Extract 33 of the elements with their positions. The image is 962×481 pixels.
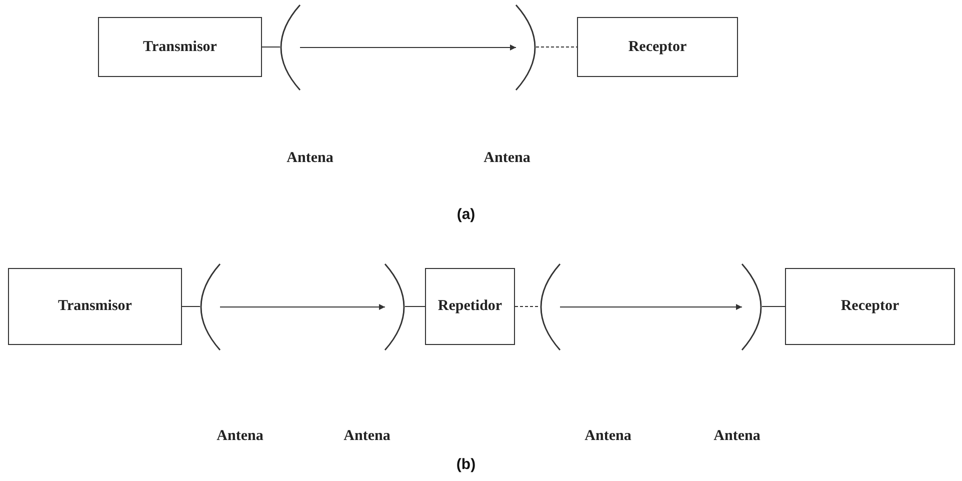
block-box (785, 268, 955, 345)
block-label: Transmisor (143, 38, 217, 56)
signal-arrow (300, 44, 516, 50)
antenna-label: Antena (216, 428, 264, 445)
block-label: Repetidor (438, 298, 502, 315)
antenna-dish (742, 264, 762, 350)
connector-line (182, 306, 200, 308)
antenna-label: Antena (584, 428, 632, 445)
block-label: Receptor (840, 298, 900, 315)
antenna-dish (516, 5, 536, 90)
block-box (98, 17, 262, 77)
antenna-label: Antena (286, 150, 334, 167)
antenna-label: Antena (714, 428, 760, 445)
connector-line (515, 306, 540, 308)
panel-caption: (b) (456, 456, 476, 473)
antenna-dish (540, 264, 560, 350)
connector-line (762, 306, 785, 308)
panel-caption: (a) (456, 206, 476, 223)
signal-arrow (220, 304, 385, 310)
connector-line (536, 46, 577, 48)
antenna-label: Antena (484, 150, 530, 167)
connector-line (262, 46, 280, 48)
block-box (8, 268, 182, 345)
block-box (425, 268, 515, 345)
connector-line (405, 306, 425, 308)
antenna-label: Antena (344, 428, 390, 445)
antenna-dish (385, 264, 405, 350)
block-label: Transmisor (58, 298, 132, 315)
antenna-dish (200, 264, 220, 350)
block-label: Receptor (628, 38, 687, 56)
antenna-dish (280, 5, 300, 90)
signal-arrow (560, 304, 742, 310)
block-box (577, 17, 738, 77)
